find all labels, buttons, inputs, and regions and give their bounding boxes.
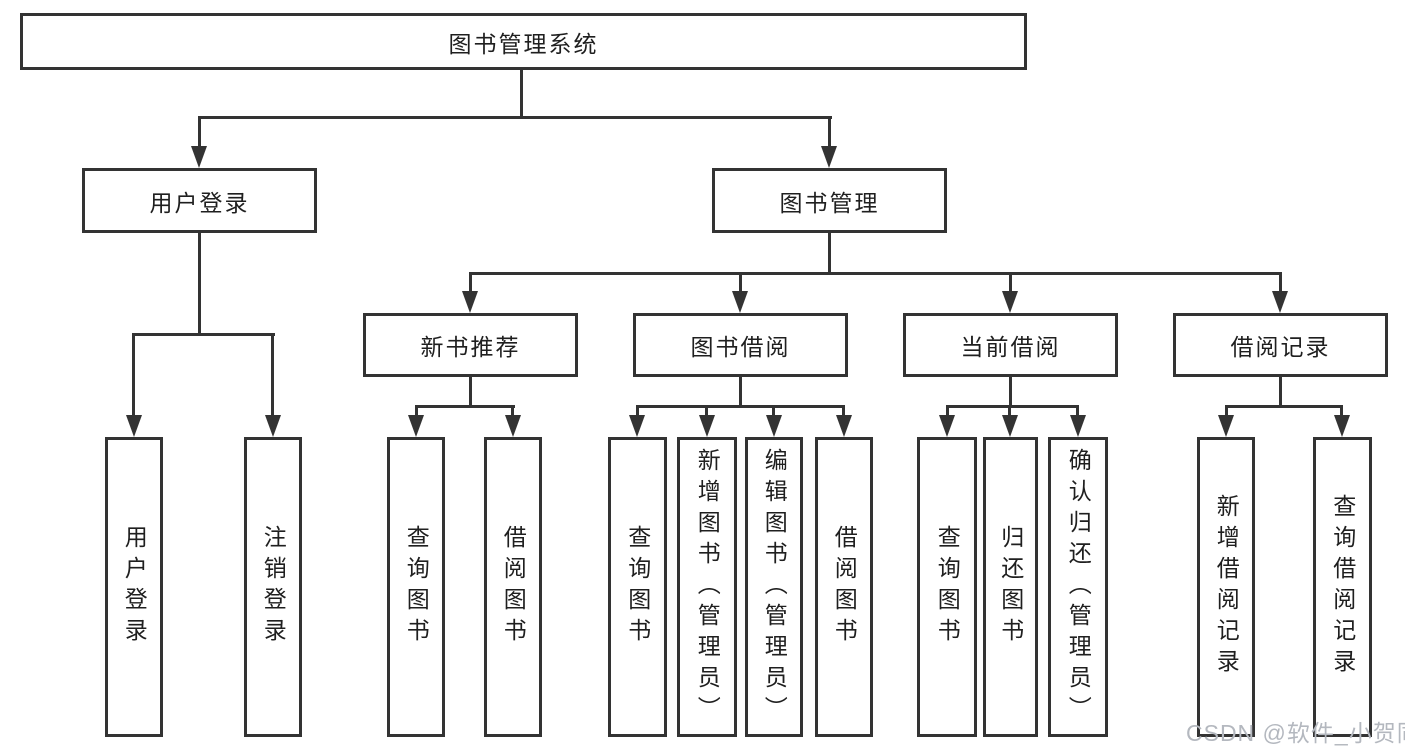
connector-line	[828, 116, 831, 150]
node-book-management: 图书管理	[712, 168, 947, 233]
node-current-borrow: 当前借阅	[903, 313, 1118, 377]
connector-line	[739, 377, 742, 408]
node-root: 图书管理系统	[20, 13, 1027, 70]
leaf-borrow-edit-books-admin: 编辑图书（管理员）	[745, 437, 803, 737]
arrow-down-icon	[1218, 415, 1234, 437]
connector-line	[772, 405, 775, 419]
connector-line	[636, 405, 845, 408]
leaf-records-query-borrow-record: 查询借阅记录	[1313, 437, 1372, 737]
node-label: 新书推荐	[420, 334, 521, 360]
connector-line	[469, 272, 1282, 275]
node-label: 用户登录	[149, 189, 250, 216]
node-new-book-recommend: 新书推荐	[363, 313, 578, 377]
leaf-borrow-query-books: 查询图书	[608, 437, 667, 737]
connector-line	[1225, 405, 1228, 419]
arrow-down-icon	[1272, 291, 1288, 313]
leaf-user-login: 用户登录	[105, 437, 163, 737]
arrow-down-icon	[191, 146, 207, 168]
connector-line	[1076, 405, 1079, 419]
node-root-label: 图书管理系统	[448, 30, 599, 57]
leaf-records-add-borrow-record: 新增借阅记录	[1197, 437, 1255, 737]
arrow-down-icon	[1334, 415, 1350, 437]
node-borrow-records: 借阅记录	[1173, 313, 1388, 377]
arrow-down-icon	[732, 291, 748, 313]
node-label: 新增借阅记录	[1213, 494, 1240, 680]
leaf-current-query-books: 查询图书	[917, 437, 977, 737]
arrow-down-icon	[1002, 415, 1018, 437]
connector-line	[1279, 377, 1282, 408]
node-label: 确认归还（管理员）	[1065, 447, 1092, 727]
connector-line	[1009, 272, 1012, 293]
leaf-recommend-query-books: 查询图书	[387, 437, 445, 737]
connector-line	[828, 233, 831, 275]
arrow-down-icon	[821, 146, 837, 168]
arrow-down-icon	[462, 291, 478, 313]
connector-line	[1009, 377, 1012, 408]
arrow-down-icon	[766, 415, 782, 437]
node-label: 编辑图书（管理员）	[761, 447, 788, 727]
connector-line	[842, 405, 845, 419]
arrow-down-icon	[1002, 291, 1018, 313]
arrow-down-icon	[408, 415, 424, 437]
node-book-borrow: 图书借阅	[633, 313, 848, 377]
connector-line	[1225, 405, 1343, 408]
leaf-borrow-borrow-books: 借阅图书	[815, 437, 873, 737]
arrow-down-icon	[1070, 415, 1086, 437]
connector-line	[198, 233, 201, 336]
node-label: 图书管理	[779, 189, 880, 216]
leaf-current-confirm-return-admin: 确认归还（管理员）	[1048, 437, 1108, 737]
connector-line	[198, 116, 832, 119]
arrow-down-icon	[836, 415, 852, 437]
node-label: 新增图书（管理员）	[694, 447, 721, 727]
connector-line	[1279, 272, 1282, 293]
connector-line	[511, 405, 514, 419]
node-label: 查询图书	[403, 525, 430, 649]
node-label: 当前借阅	[960, 334, 1061, 360]
arrow-down-icon	[505, 415, 521, 437]
node-label: 归还图书	[997, 525, 1024, 649]
connector-line	[1008, 405, 1011, 419]
arrow-down-icon	[265, 415, 281, 437]
connector-line	[415, 405, 418, 419]
connector-line	[469, 377, 472, 408]
node-label: 查询图书	[624, 525, 651, 649]
node-label: 借阅记录	[1230, 334, 1331, 360]
node-label: 查询图书	[934, 525, 961, 649]
connector-line	[520, 70, 523, 118]
connector-line	[739, 272, 742, 293]
node-label: 查询借阅记录	[1329, 494, 1356, 680]
connector-line	[636, 405, 639, 419]
node-label: 借阅图书	[500, 525, 527, 649]
leaf-recommend-borrow-books: 借阅图书	[484, 437, 542, 737]
connector-line	[469, 272, 472, 293]
node-user-login: 用户登录	[82, 168, 317, 233]
node-label: 图书借阅	[690, 334, 791, 360]
node-label: 借阅图书	[831, 525, 858, 649]
connector-line	[415, 405, 515, 408]
connector-line	[705, 405, 708, 419]
connector-line	[946, 405, 949, 419]
connector-line	[271, 333, 274, 419]
connector-line	[132, 333, 135, 419]
connector-line	[1340, 405, 1343, 419]
arrow-down-icon	[939, 415, 955, 437]
leaf-borrow-add-books-admin: 新增图书（管理员）	[677, 437, 737, 737]
node-label: 用户登录	[121, 525, 148, 649]
leaf-current-return-books: 归还图书	[983, 437, 1038, 737]
connector-line	[946, 405, 1079, 408]
node-label: 注销登录	[260, 525, 287, 649]
arrow-down-icon	[699, 415, 715, 437]
arrow-down-icon	[126, 415, 142, 437]
arrow-down-icon	[629, 415, 645, 437]
csdn-watermark: CSDN @软件_小贺同学	[1186, 720, 1405, 746]
connector-line	[198, 116, 201, 150]
connector-line	[132, 333, 275, 336]
leaf-logout-login: 注销登录	[244, 437, 302, 737]
